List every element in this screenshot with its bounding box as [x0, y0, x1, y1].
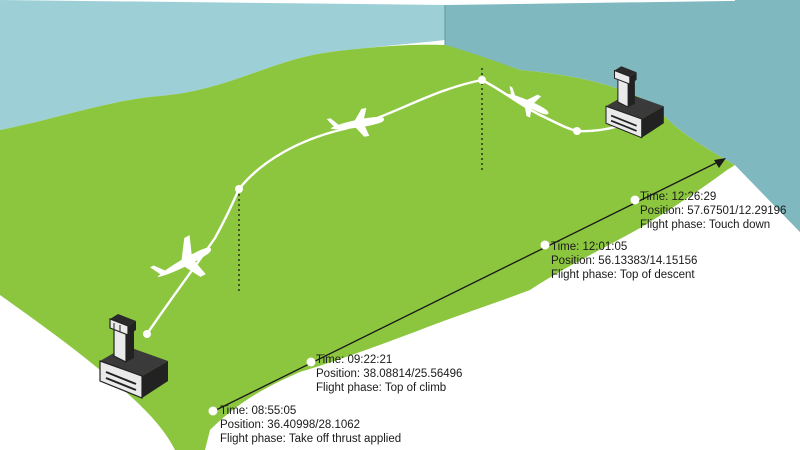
event-top-of-descent: Time: 12:01:05 Position: 56.13383/14.151… [551, 240, 697, 282]
event-phase: Flight phase: Top of descent [551, 269, 695, 281]
event-takeoff: Time: 08:55:05 Position: 36.40998/28.106… [220, 404, 401, 446]
event-time: Time: 12:01:05 [551, 241, 628, 253]
waypoint-approach [573, 127, 581, 135]
sky-wall-left [0, 0, 445, 130]
event-position: Position: 36.40998/28.1062 [220, 419, 361, 431]
waypoint-top-of-descent [478, 76, 486, 84]
airplane-icon [507, 86, 549, 118]
timeline-dot-touchdown [630, 195, 640, 205]
event-time: Time: 12:26:29 [640, 191, 717, 203]
airplane-icon [150, 235, 212, 278]
airplane-icon [326, 107, 385, 137]
event-phase: Flight phase: Take off thrust applied [220, 433, 402, 445]
event-position: Position: 38.08814/25.56496 [316, 368, 463, 380]
event-time: Time: 08:55:05 [220, 405, 297, 417]
event-top-of-climb: Time: 09:22:21 Position: 38.08814/25.564… [316, 353, 462, 395]
timeline-dot-top-of-descent [540, 240, 550, 250]
event-position: Position: 57.67501/12.29196 [640, 205, 787, 217]
event-time: Time: 09:22:21 [316, 354, 393, 366]
event-touchdown: Time: 12:26:29 Position: 57.67501/12.291… [640, 190, 786, 232]
ground-plane [0, 44, 735, 450]
timeline-arrowhead [714, 158, 726, 168]
event-position: Position: 56.13383/14.15156 [551, 255, 698, 267]
timeline-dot-takeoff [208, 406, 218, 416]
sky-wall-right [445, 0, 800, 232]
event-phase: Flight phase: Touch down [640, 219, 771, 231]
waypoint-top-of-climb [235, 185, 243, 193]
control-tower-icon [99, 314, 168, 399]
timeline-dot-top-of-climb [306, 357, 316, 367]
waypoint-takeoff [143, 330, 151, 338]
control-tower-icon [605, 66, 664, 139]
event-phase: Flight phase: Top of climb [316, 382, 447, 394]
sky-wall-right-edge [735, 0, 800, 232]
